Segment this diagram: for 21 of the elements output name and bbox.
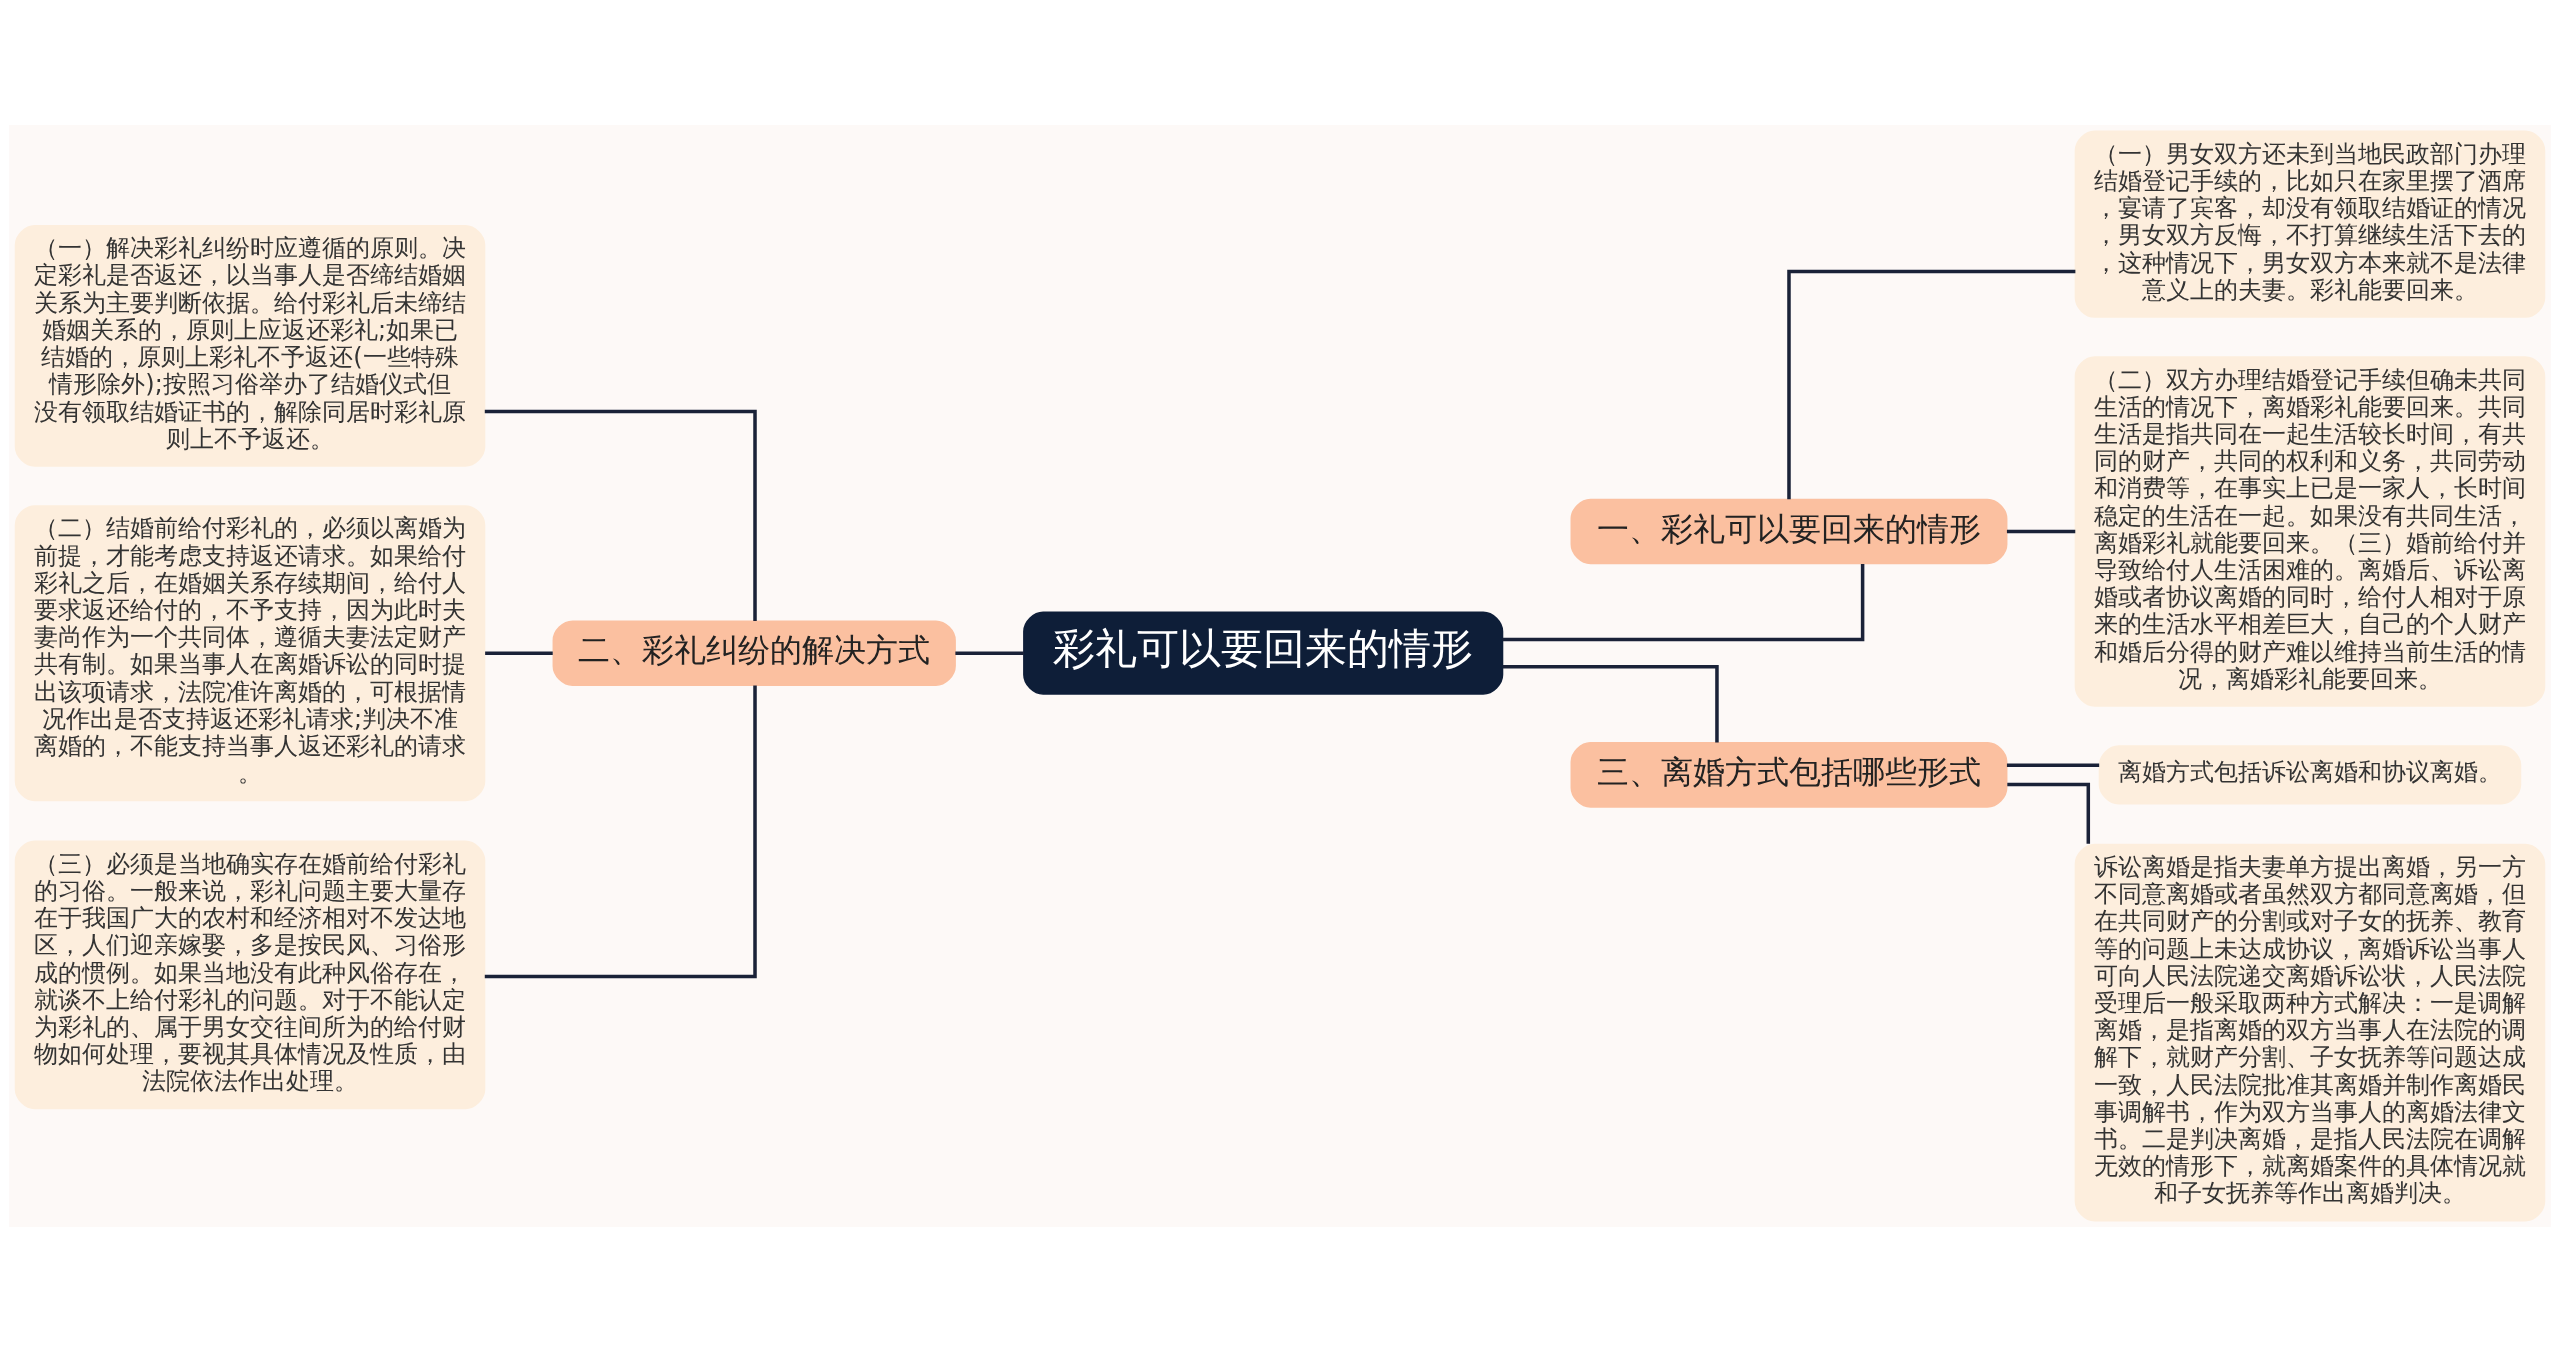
node-box: 二、彩礼纠纷的解决方式 <box>552 620 956 686</box>
connector <box>955 651 1024 655</box>
connector <box>1787 269 2076 500</box>
node-box: （三）必须是当地确实存在婚前给付彩礼的习俗。一般来说，彩礼问题主要大量存在于我国广大的农村和经济相对不发达地区，人们迎亲嫁娶，多是按民风、习俗形成的惯例。如果当地没有此种风俗存在，就谈不上给付彩礼的问题。对于不能认定为彩礼的、属于男女交往间所为的给付财物如何处理，要视其具体情况及性质，由法院依法作出处理。 <box>14 840 486 1110</box>
node-box: 三、离婚方式包括哪些形式 <box>1570 742 2008 808</box>
node-box: （二）双方办理结婚登记手续但确未共同生活的情况下，离婚彩礼能要回来。共同生活是指共同在一起生活较长时间，有共同的财产，共同的权利和义务，共同劳动和消费等，在事实上已是一家人，长时间稳定的生活在一起。如果没有共同生活，离婚彩礼就能要回来。（三）婚前给付并导致给付人生活困难的。离婚后、诉讼离婚或者协议离婚的同时，给付人相对于原来的生活水平相差巨大，自己的个人财产和婚后分得的财产难以维持当前生活的情况，离婚彩礼能要回来。 <box>2074 356 2546 707</box>
connector <box>485 651 553 655</box>
connector <box>1502 665 1719 743</box>
connector <box>2006 529 2076 534</box>
node-box: 彩礼可以要回来的情形 <box>1023 611 1504 695</box>
node-box: （二）结婚前给付彩礼的，必须以离婚为前提，才能考虑支持返还请求。如果给付彩礼之后，在婚姻关系存续期间，给付人要求返还给付的，不予支持，因为此时夫妻尚作为一个共同体，遵循夫妻法定财产共有制。如果当事人在离婚诉讼的同时提出该项请求，法院准许离婚的，可根据情况作出是否支持返还彩礼请求;判决不准离婚的，不能支持当事人返还彩礼的请求。 <box>14 505 486 802</box>
connector <box>2006 763 2100 767</box>
connector <box>1502 563 1865 642</box>
node-box: 一、彩礼可以要回来的情形 <box>1570 498 2008 565</box>
connector <box>2007 782 2091 844</box>
node-box: （一）男女双方还未到当地民政部门办理结婚登记手续的，比如只在家里摆了酒席，宴请了宾客，却没有领取结婚证的情况，男女双方反悔，不打算继续生活下去的，这种情况下，男女双方本来就不是法律意义上的夫妻。彩礼能要回来。 <box>2074 130 2546 318</box>
connector <box>484 685 757 979</box>
node-box: 诉讼离婚是指夫妻单方提出离婚，另一方不同意离婚或者虽然双方都同意离婚，但在共同财产的分割或对子女的抚养、教育等的问题上未达成协议，离婚诉讼当事人可向人民法院递交离婚诉讼状，人民法院受理后一般采取两种方式解决：一是调解离婚，是指离婚的双方当事人在法院的调解下，就财产分割、子女抚养等问题达成一致，人民法院批准其离婚并制作离婚民事调解书，作为双方当事人的离婚法律文书。二是判决离婚，是指人民法院在调解无效的情形下，就离婚案件的具体情况就和子女抚养等作出离婚判决。 <box>2074 843 2546 1222</box>
node-box: 离婚方式包括诉讼离婚和协议离婚。 <box>2098 745 2522 805</box>
connector <box>484 409 757 622</box>
node-box: （一）解决彩礼纠纷时应遵循的原则。决定彩礼是否返还，以当事人是否缔结婚姻关系为主要判断依据。给付彩礼后未缔结婚姻关系的，原则上应返还彩礼;如果已结婚的，原则上彩礼不予返还(一些特殊情形除外);按照习俗举办了结婚仪式但没有领取结婚证书的，解除同居时彩礼原则上不予返还。 <box>14 225 486 467</box>
